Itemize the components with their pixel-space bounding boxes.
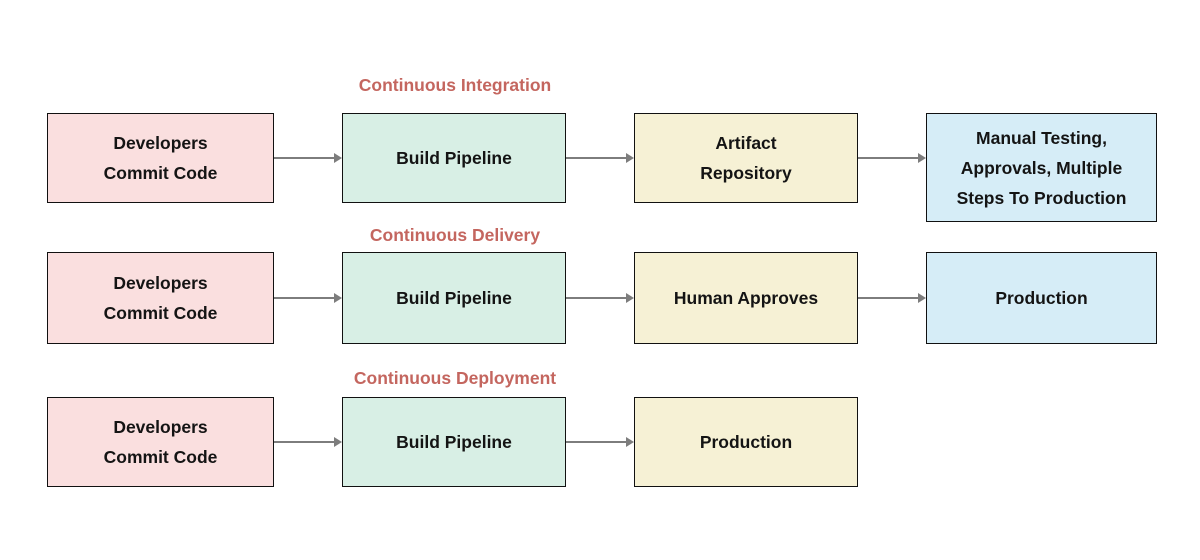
arrowhead-icon bbox=[334, 153, 342, 163]
node-production: Production bbox=[926, 252, 1157, 344]
node-build-pipeline: Build Pipeline bbox=[342, 113, 566, 203]
arrow-shaft bbox=[274, 297, 336, 299]
flow-arrow bbox=[274, 293, 342, 303]
arrowhead-icon bbox=[918, 153, 926, 163]
flow-arrow bbox=[566, 293, 634, 303]
arrowhead-icon bbox=[626, 153, 634, 163]
flow-arrow bbox=[566, 437, 634, 447]
node-developers-commit-code: Developers Commit Code bbox=[47, 113, 274, 203]
node-artifact-repository: Artifact Repository bbox=[634, 113, 858, 203]
arrowhead-icon bbox=[626, 293, 634, 303]
flow-arrow bbox=[858, 153, 926, 163]
node-build-pipeline: Build Pipeline bbox=[342, 397, 566, 487]
node-developers-commit-code: Developers Commit Code bbox=[47, 252, 274, 344]
flow-arrow bbox=[566, 153, 634, 163]
arrow-shaft bbox=[566, 441, 628, 443]
node-production: Production bbox=[634, 397, 858, 487]
stage-title-continuous-deployment: Continuous Deployment bbox=[353, 368, 557, 388]
arrowhead-icon bbox=[334, 437, 342, 447]
arrow-shaft bbox=[274, 441, 336, 443]
node-developers-commit-code: Developers Commit Code bbox=[47, 397, 274, 487]
arrow-shaft bbox=[858, 157, 920, 159]
flow-arrow bbox=[274, 437, 342, 447]
arrowhead-icon bbox=[626, 437, 634, 447]
arrow-shaft bbox=[274, 157, 336, 159]
flow-arrow bbox=[274, 153, 342, 163]
stage-title-continuous-delivery: Continuous Delivery bbox=[369, 225, 541, 245]
flow-arrow bbox=[858, 293, 926, 303]
arrow-shaft bbox=[566, 297, 628, 299]
stage-title-continuous-integration: Continuous Integration bbox=[358, 75, 552, 95]
arrowhead-icon bbox=[334, 293, 342, 303]
node-human-approves: Human Approves bbox=[634, 252, 858, 344]
arrow-shaft bbox=[858, 297, 920, 299]
node-build-pipeline: Build Pipeline bbox=[342, 252, 566, 344]
arrow-shaft bbox=[566, 157, 628, 159]
arrowhead-icon bbox=[918, 293, 926, 303]
node-manual-testing-approvals: Manual Testing, Approvals, Multiple Step… bbox=[926, 113, 1157, 222]
